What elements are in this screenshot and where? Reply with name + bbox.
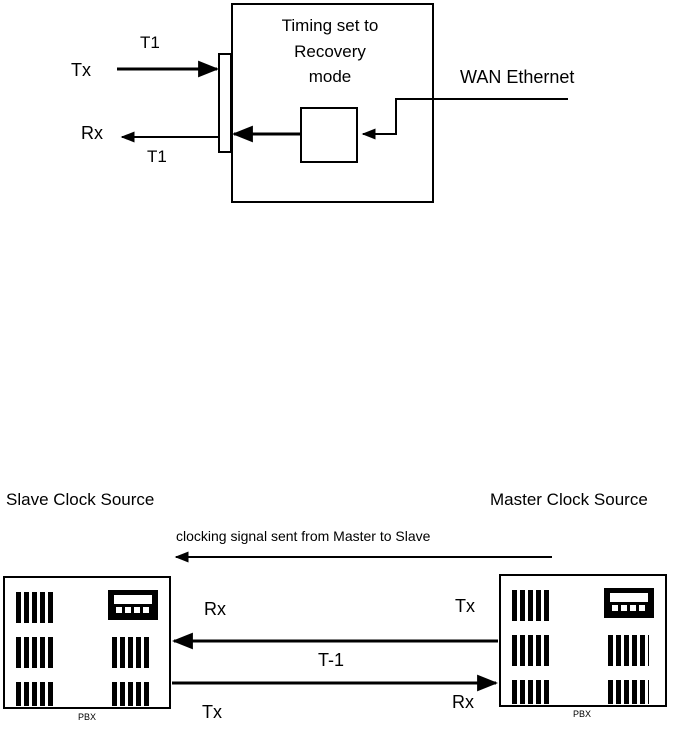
box-title-line-3: mode (309, 67, 352, 86)
box-title-line-1: Timing set to (282, 16, 379, 35)
master-pbx-caption: PBX (573, 709, 591, 719)
master-pbx (499, 574, 667, 707)
clock-signal-text: clocking signal sent from Master to Slav… (176, 528, 431, 544)
rx-line-label: T1 (147, 147, 167, 166)
wan-ethernet-line (361, 98, 568, 140)
master-rx-label: Rx (452, 692, 474, 712)
slave-pbx-caption: PBX (78, 712, 96, 722)
rx-label: Rx (81, 123, 103, 143)
master-tx-label: Tx (455, 596, 475, 616)
slave-tx-label: Tx (202, 702, 222, 722)
slave-rx-label: Rx (204, 599, 226, 619)
wan-ethernet-label: WAN Ethernet (460, 67, 574, 87)
master-pbx-control-panel-icon (604, 588, 654, 618)
master-clock-title: Master Clock Source (490, 490, 648, 509)
tx-line-label: T1 (140, 33, 160, 52)
t1-interface-port (218, 53, 232, 153)
slave-pbx-control-panel-icon (108, 590, 158, 620)
slave-clock-title: Slave Clock Source (6, 490, 154, 509)
box-title-line-2: Recovery (294, 42, 366, 61)
slave-pbx (3, 576, 171, 709)
recovery-clock-block (300, 107, 358, 163)
tx-label: Tx (71, 60, 91, 80)
t1-link-label: T-1 (318, 650, 344, 670)
